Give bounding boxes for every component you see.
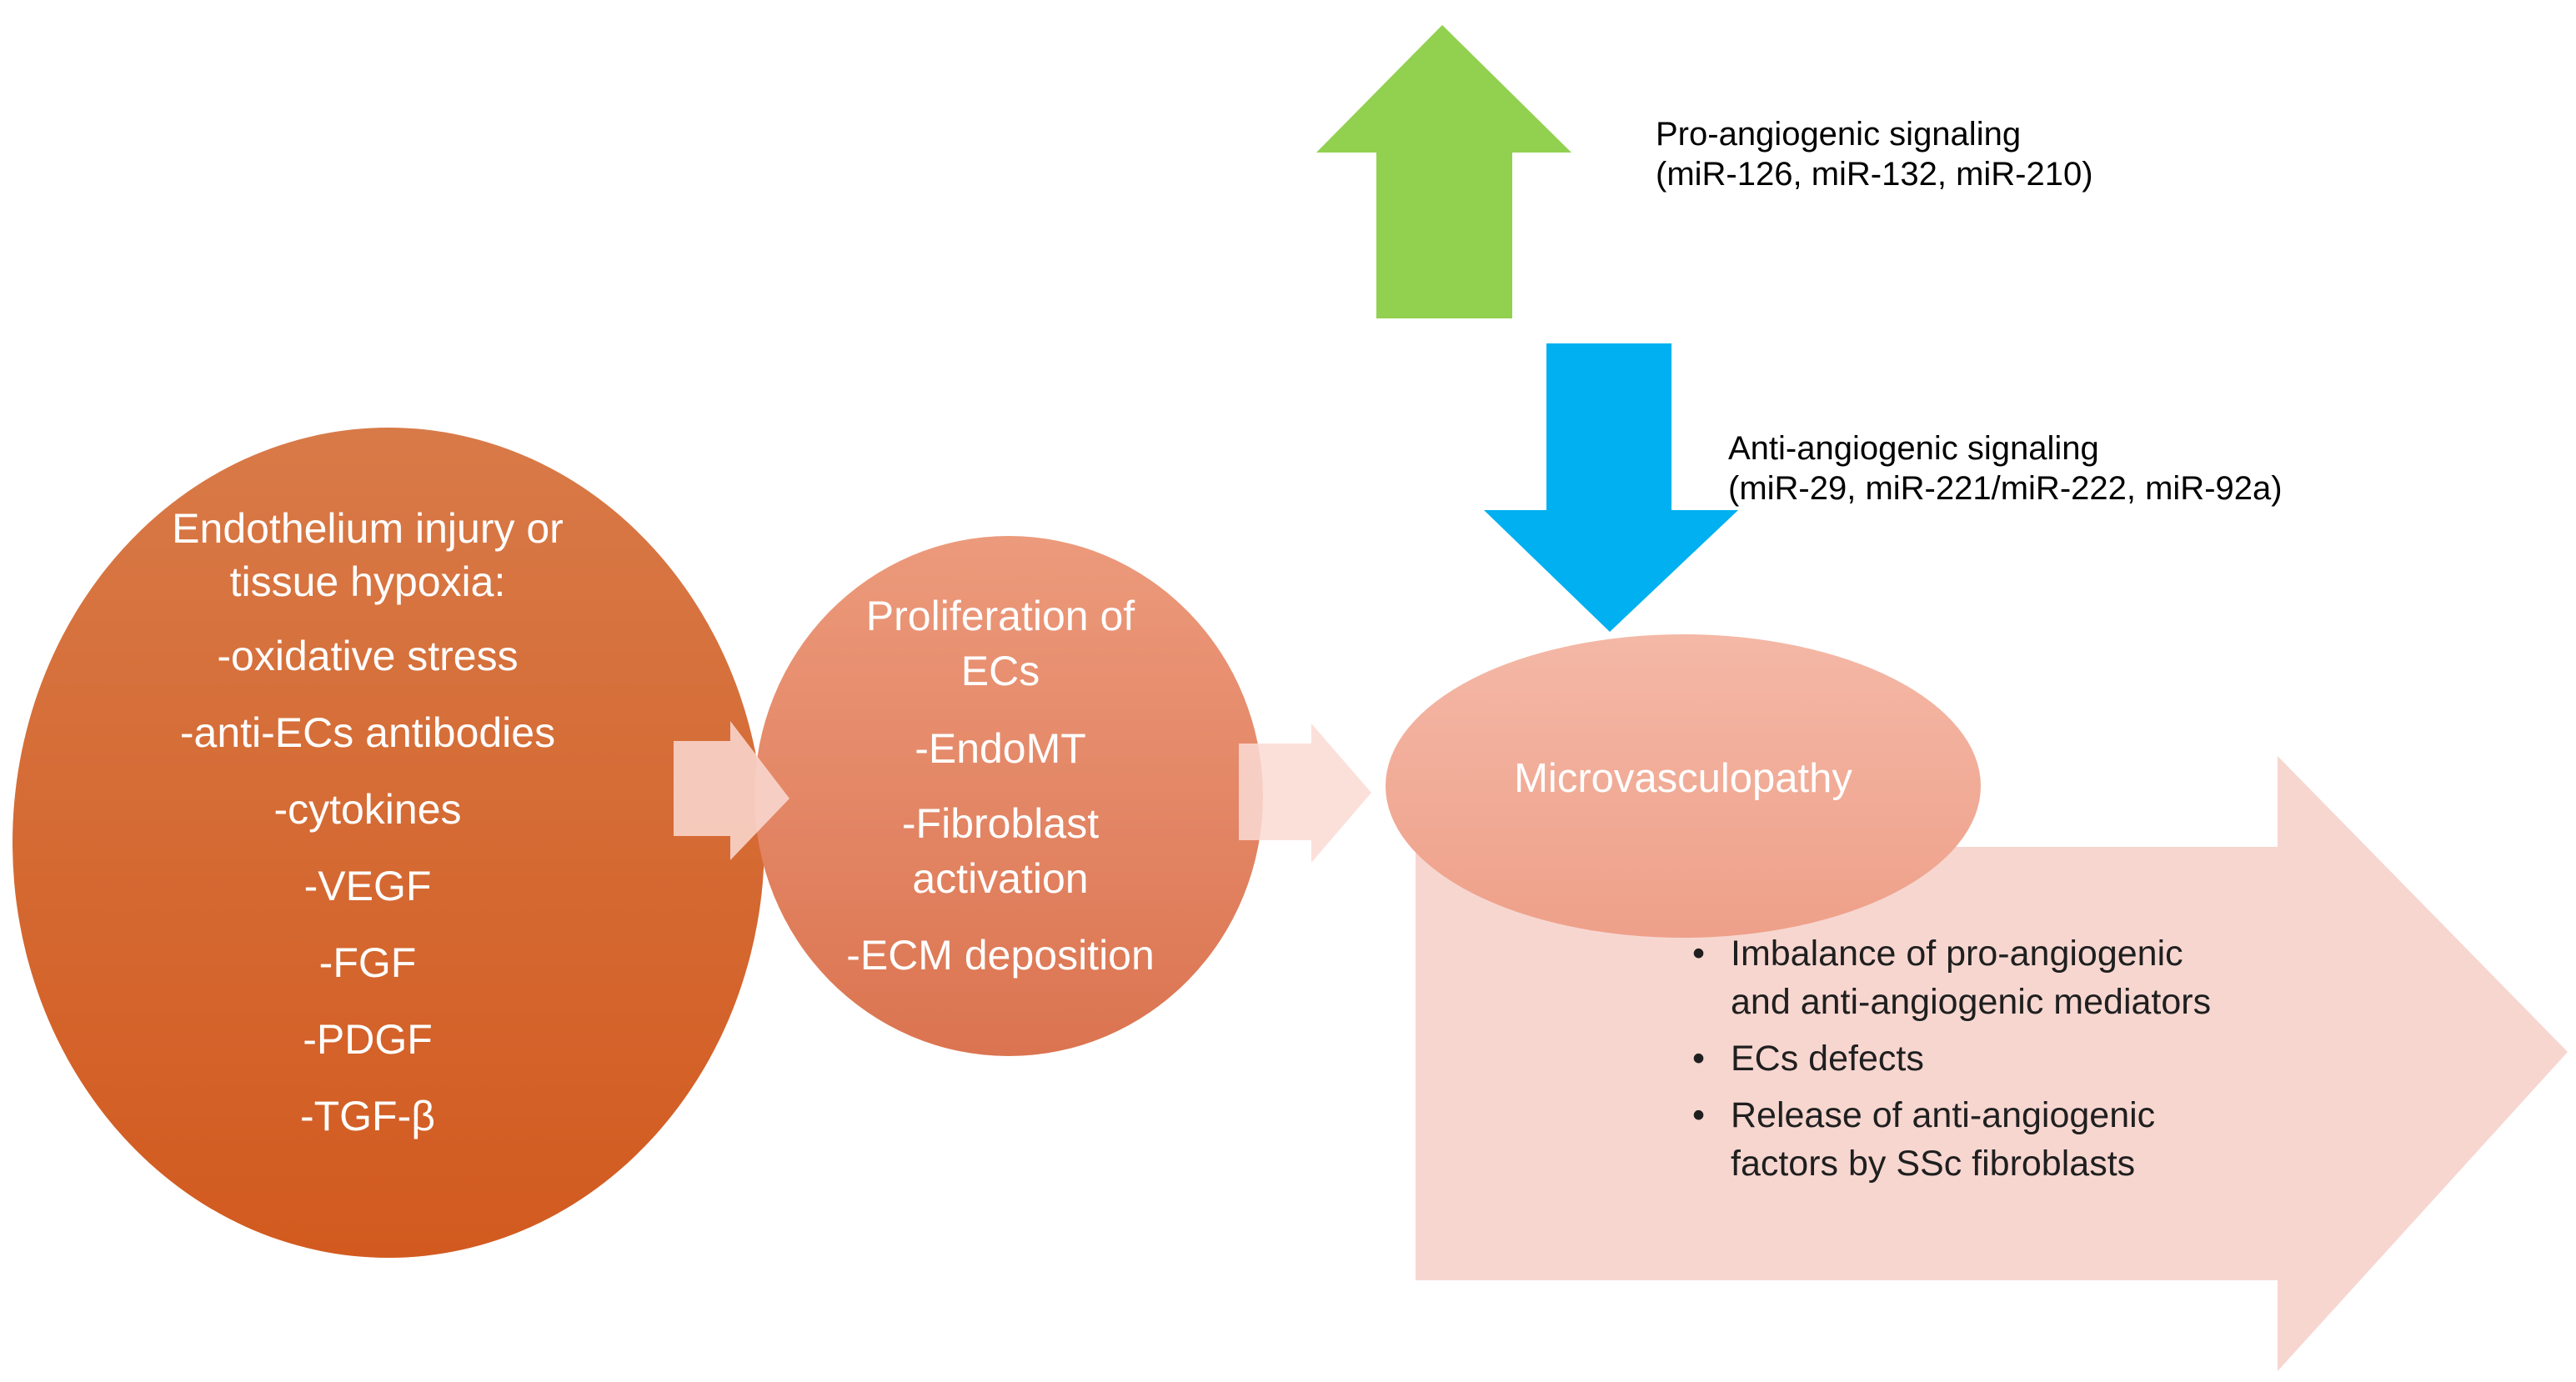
injury-factor: -cytokines <box>273 786 462 833</box>
injury-factor: -VEGF <box>303 863 432 909</box>
injury-oval <box>13 428 764 1258</box>
pro-angiogenic-up-arrow <box>1316 25 1571 318</box>
proliferation-item-ecm: -ECM deposition <box>846 932 1155 979</box>
injury-factor: -PDGF <box>303 1016 433 1063</box>
outcome-bullet: • ECs defects <box>1692 1034 2211 1083</box>
microvasculopathy-label: Microvasculopathy <box>1514 756 1852 801</box>
bullet-marker: • <box>1692 934 1706 974</box>
flow-arrow-1 <box>674 721 789 860</box>
anti-angiogenic-label: Anti-angiogenic signaling (miR-29, miR-2… <box>1728 430 2283 507</box>
pro-angiogenic-label: Pro-angiogenic signaling (miR-126, miR-1… <box>1656 116 2093 193</box>
proliferation-title-line: Proliferation of <box>865 593 1135 639</box>
proliferation-title-line: ECs <box>960 648 1040 694</box>
injury-factor: -FGF <box>318 939 417 986</box>
injury-factor: -anti-ECs antibodies <box>179 709 556 756</box>
proliferation-title: Proliferation of ECs <box>866 588 1135 699</box>
proliferation-item-fibroblast: -Fibroblast activation <box>901 800 1100 902</box>
outcome-bullet-list: • Imbalance of pro-angiogenic and anti-a… <box>1692 929 2211 1188</box>
proliferation-item-endomt: -EndoMT <box>915 725 1086 772</box>
injury-factor: -oxidative stress <box>217 633 519 679</box>
injury-factor-list: -oxidative stress -anti-ECs antibodies -… <box>180 631 555 1168</box>
proliferation-circle <box>754 536 1263 1056</box>
injury-factor: -TGF-β <box>299 1093 436 1139</box>
outcome-bullet: • Release of anti-angiogenic factors by … <box>1692 1091 2211 1188</box>
anti-angiogenic-down-arrow <box>1484 343 1738 632</box>
microvasculopathy-oval <box>1386 634 1981 938</box>
bullet-marker: • <box>1692 1039 1706 1079</box>
bullet-marker: • <box>1692 1095 1706 1136</box>
outcome-bullet: • Imbalance of pro-angiogenic and anti-a… <box>1692 929 2211 1026</box>
injury-title-line: Endothelium injury or <box>172 505 564 552</box>
injury-title: Endothelium injury or tissue hypoxia: <box>172 502 564 608</box>
injury-title-line: tissue hypoxia: <box>229 558 506 605</box>
flow-arrow-2 <box>1239 724 1371 863</box>
